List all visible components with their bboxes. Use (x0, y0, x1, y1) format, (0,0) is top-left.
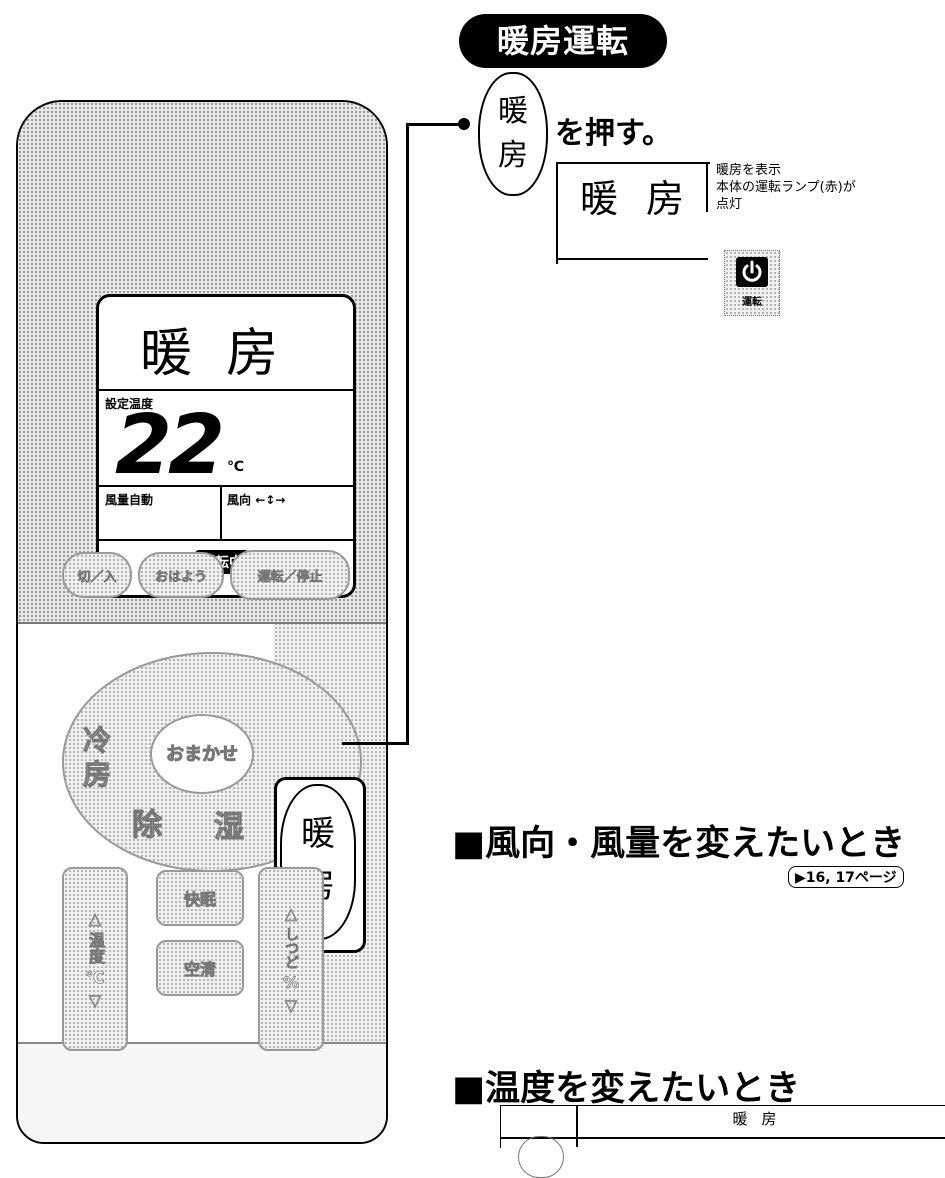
display-illustration (556, 162, 710, 264)
temp-unit: ℃ (85, 967, 105, 987)
humidity-rocker[interactable]: △ しつど % ▽ (258, 867, 324, 1051)
power-icon (736, 257, 768, 287)
lcd-fan-mode: 風量自動 (105, 493, 154, 507)
lcd-temp-unit: ℃ (227, 459, 244, 475)
callout-line (342, 742, 409, 745)
heat-button-illustration: 暖房 (478, 72, 548, 196)
table-col-line (576, 1105, 578, 1147)
dehumidify-button-right[interactable]: 湿 (214, 810, 245, 846)
lcd-divider (220, 487, 222, 539)
callout-dot (458, 118, 470, 130)
display-illustration-edge (706, 162, 708, 212)
display-mode-text: 暖房 (580, 177, 713, 221)
temp-label: 温度 (86, 931, 106, 964)
lcd-mode: 暖房 (139, 324, 312, 384)
power-button[interactable]: 運転／停止 (230, 550, 350, 600)
direction-arrows-icon: ←↕→ (255, 493, 286, 507)
remote-lcd: 暖房 設定温度 22 ℃ 風量自動 風向 ←↕→ 運転中 (96, 294, 356, 598)
page-reference[interactable]: ▶16, 17ページ (788, 866, 904, 888)
table-row-line (500, 1137, 945, 1139)
humidity-up-icon[interactable]: △ (284, 903, 298, 923)
temp-up-icon[interactable]: △ (88, 908, 102, 928)
temp-rocker[interactable]: △ 温度 ℃ ▽ (62, 867, 128, 1051)
remote-control: 暖房 設定温度 22 ℃ 風量自動 風向 ←↕→ 運転中 切／入 おはよう 運転… (16, 100, 388, 1144)
section-heading-temperature: ■温度を変えたいとき (452, 1069, 801, 1109)
lcd-divider (99, 539, 353, 541)
lcd-temperature: 22 (115, 398, 225, 493)
auto-button-label: おまかせ (166, 744, 239, 766)
button-icon (518, 1136, 564, 1178)
section-heading-wind: ■風向・風量を変えたいとき (452, 824, 906, 864)
section-title-heating: 暖房運転 (459, 14, 667, 68)
temp-down-icon[interactable]: ▽ (88, 990, 102, 1010)
lcd-direction: 風向 ←↕→ (227, 491, 285, 508)
cool-button[interactable]: 冷房 (82, 724, 111, 792)
callout-line (406, 123, 409, 745)
lamp-label: 運転 (742, 297, 762, 308)
note-line: 本体の運転ランプ(赤)が (716, 180, 856, 195)
humidity-down-icon[interactable]: ▽ (284, 995, 298, 1015)
note-line: 暖房を表示 (716, 163, 782, 178)
table-header: 暖房 (732, 1110, 791, 1128)
sleep-button[interactable]: 快眠 (156, 870, 244, 926)
lcd-set-temp-label: 設定温度 (105, 397, 154, 411)
auto-button[interactable]: おまかせ (150, 714, 254, 794)
operation-lamp: 運転 (724, 250, 780, 316)
callout-line (406, 123, 464, 126)
humidity-label: しつど (283, 926, 300, 969)
heat-button-illustration-label: 暖房 (498, 94, 528, 173)
lcd-direction-label: 風向 (227, 493, 252, 507)
display-illustration-line (556, 258, 708, 260)
air-clean-button[interactable]: 空清 (156, 940, 244, 996)
remote-bottom-edge (18, 1042, 386, 1142)
lcd-divider (99, 485, 353, 487)
lcd-divider (99, 389, 353, 391)
temperature-table (500, 1105, 945, 1148)
press-instruction: を押す。 (555, 116, 672, 151)
off-on-button[interactable]: 切／入 (62, 552, 132, 598)
remote-divider (18, 622, 386, 624)
humidity-unit: % (282, 972, 300, 992)
note-line: 点灯 (716, 197, 743, 212)
dehumidify-button-left[interactable]: 除 (132, 808, 163, 844)
good-morning-button[interactable]: おはよう (138, 552, 224, 598)
